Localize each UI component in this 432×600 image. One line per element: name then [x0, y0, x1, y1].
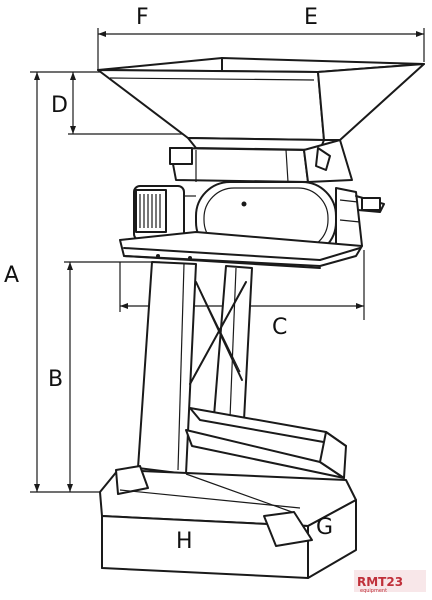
dimension-stand-height — [64, 261, 160, 492]
label-g: G — [316, 515, 333, 540]
motor — [133, 185, 196, 241]
watermark-logo: RMT23 equipment — [354, 570, 426, 594]
svg-text:RMT23: RMT23 — [357, 575, 403, 589]
hopper — [97, 57, 425, 151]
base-plate — [99, 465, 357, 579]
label-h: H — [176, 529, 193, 554]
stand — [137, 261, 347, 479]
dimension-total-height — [30, 71, 100, 493]
label-a: A — [4, 263, 19, 288]
label-f: F — [136, 5, 149, 30]
dimension-top-width — [97, 28, 425, 70]
label-c: C — [272, 315, 287, 340]
label-b: B — [48, 367, 63, 392]
label-d: D — [51, 93, 68, 118]
dimension-labels: F E A D B C H G — [4, 5, 333, 554]
dimension-hopper-depth — [68, 72, 185, 135]
grinder-housing — [169, 139, 353, 183]
svg-text:equipment: equipment — [360, 588, 387, 594]
label-e: E — [304, 5, 318, 30]
main-frame — [119, 231, 363, 269]
